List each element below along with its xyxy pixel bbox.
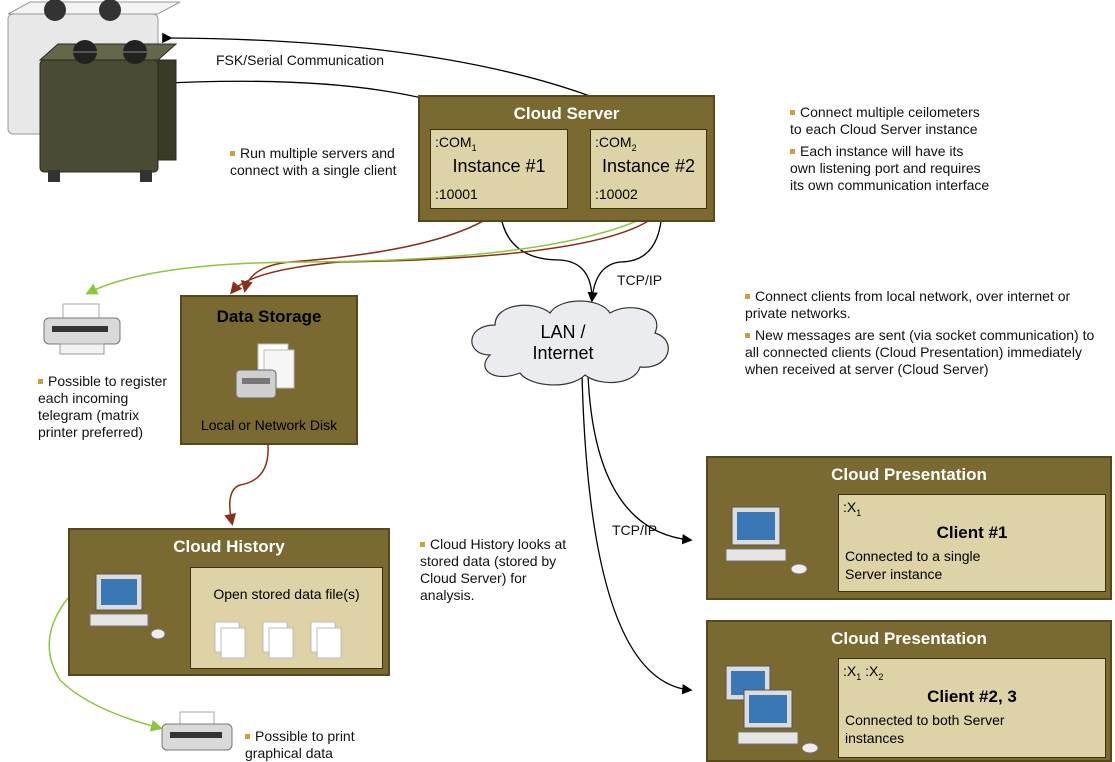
- lan-cloud: [471, 300, 669, 386]
- note-history: Cloud History looks at stored data (stor…: [420, 536, 567, 603]
- files-icon: [214, 621, 342, 659]
- client23-title: Cloud Presentation: [831, 629, 987, 648]
- fsk-label: FSK/Serial Communication: [216, 52, 385, 68]
- lan-label: LAN / Internet: [532, 322, 594, 363]
- note-multi-servers: Run multiple servers and connect with a …: [230, 145, 397, 178]
- instance2-to-lan: [587, 209, 663, 303]
- tcpip-label-1: TCP/IP: [617, 272, 663, 288]
- client23-box: Cloud Presentation :X1 :X2 Client #2, 3 …: [706, 620, 1112, 762]
- data-storage-box: Data Storage Local or Network Disk: [180, 295, 358, 445]
- open-files-panel: Open stored data file(s): [190, 567, 383, 669]
- instance1-com: :COM1: [435, 134, 477, 153]
- laptops-icon: [725, 665, 819, 754]
- instance1-port: :10001: [435, 186, 478, 202]
- tcpip-label-2: TCP/IP: [612, 522, 658, 538]
- client1-panel: :X1 Client #1 Connected to a single Serv…: [838, 494, 1106, 592]
- cloud-server-title: Cloud Server: [513, 104, 620, 123]
- cloud-history-title: Cloud History: [173, 537, 285, 556]
- client1-port: :X1: [843, 499, 862, 518]
- history-to-printer: [48, 597, 163, 732]
- lan-to-client1: [587, 374, 693, 545]
- lan-to-client23: [581, 374, 693, 695]
- ceilometer-devices-image: [7, 0, 181, 182]
- laptop-icon: [89, 573, 166, 640]
- instance2-box: :COM2 Instance #2 :10002: [590, 129, 707, 209]
- client23-name: Client #2, 3: [927, 687, 1017, 706]
- disk-icon: [235, 343, 295, 399]
- client1-title: Cloud Presentation: [831, 465, 987, 484]
- storage-to-history: [224, 444, 269, 526]
- instance1-name: Instance #1: [452, 156, 546, 176]
- client23-ports: :X1 :X2: [843, 663, 884, 682]
- printer-icon-2: [161, 711, 233, 751]
- note-clients: Connect clients from local network, over…: [745, 288, 1095, 377]
- client23-panel: :X1 :X2 Client #2, 3 Connected to both S…: [838, 658, 1106, 758]
- client1-name: Client #1: [936, 523, 1008, 542]
- printer-icon: [43, 303, 121, 355]
- data-storage-title: Data Storage: [216, 307, 322, 326]
- client23-desc: Connected to both Server instances: [845, 712, 1005, 746]
- instance1-to-storage: [240, 209, 501, 293]
- note-ceilometers: Connect multiple ceilometers to each Clo…: [790, 104, 990, 193]
- server-to-printer: [85, 214, 651, 295]
- laptop-icon: [725, 506, 808, 575]
- open-files-label: Open stored data file(s): [213, 586, 360, 602]
- client1-box: Cloud Presentation :X1 Client #1 Connect…: [706, 456, 1112, 600]
- instance1-to-lan: [499, 209, 593, 301]
- instance2-port: :10002: [595, 186, 638, 202]
- client1-desc: Connected to a single Server instance: [845, 548, 981, 582]
- instance2-com: :COM2: [595, 134, 637, 153]
- cloud-history-box: Cloud History Open stored data file(s): [68, 528, 390, 676]
- instance1-box: :COM1 Instance #1 :10001: [430, 129, 568, 209]
- note-print-graphical: Possible to print graphical data: [245, 728, 355, 761]
- cloud-server-box: Cloud Server :COM1 Instance #1 :10001 :C…: [418, 95, 715, 222]
- instance2-to-storage: [230, 209, 663, 295]
- note-printer-telegram: Possible to register each incoming teleg…: [38, 373, 168, 440]
- disk-label: Local or Network Disk: [200, 417, 338, 433]
- instance2-name: Instance #2: [601, 156, 696, 176]
